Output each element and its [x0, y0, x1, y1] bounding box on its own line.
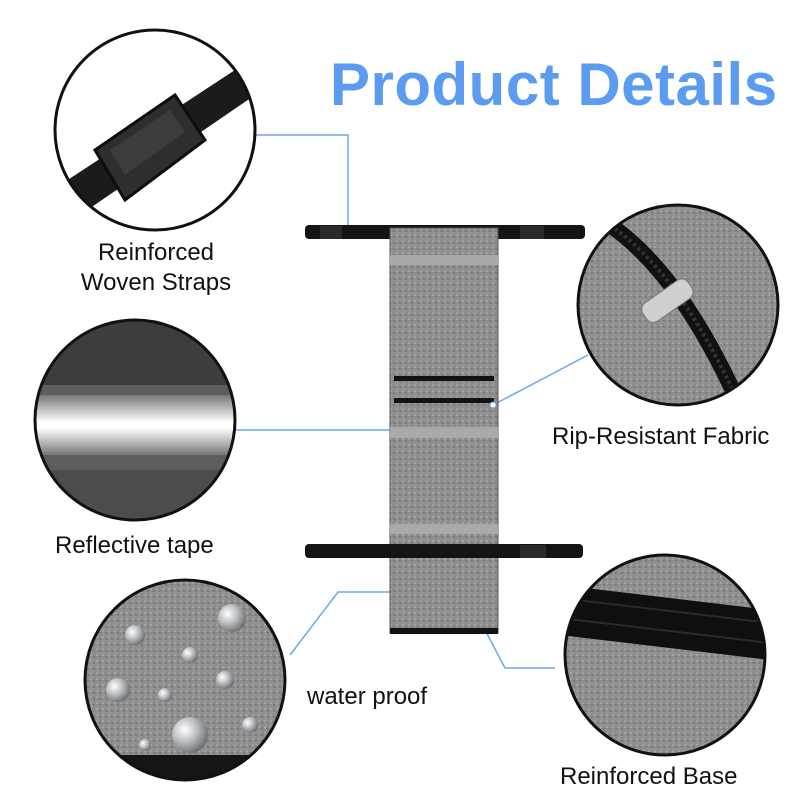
zipper-pull-marker: [489, 401, 497, 409]
callout-line-straps: [255, 134, 349, 232]
label-tape: Reflective tape: [55, 532, 214, 559]
pocket-zipper-2: [394, 398, 494, 403]
buckle-closeup: [55, 30, 255, 230]
organizer-product: [305, 225, 585, 634]
page-title: Product Details: [330, 51, 778, 118]
top-buckle-right: [520, 226, 544, 239]
zipper-closeup: [578, 205, 778, 405]
reflective-strip-3: [390, 524, 498, 534]
water-drops-closeup: [85, 580, 285, 780]
pocket-zipper-1: [394, 376, 494, 381]
label-straps: Reinforced Woven Straps: [62, 238, 250, 298]
base-strap-closeup: [565, 555, 765, 755]
label-straps-line2: Woven Straps: [80, 269, 232, 296]
label-fabric: Rip-Resistant Fabric: [552, 423, 770, 450]
reflective-strip-2: [390, 427, 498, 438]
callout-line-base: [484, 629, 555, 669]
callout-line-fabric: [492, 354, 589, 406]
bottom-strap: [305, 544, 583, 558]
callout-lines: [236, 134, 589, 669]
label-straps-line1: Reinforced: [97, 239, 215, 266]
reflective-tape-closeup: [35, 320, 235, 520]
label-waterproof: water proof: [307, 683, 428, 710]
reflective-strip-1: [390, 255, 498, 265]
label-base: Reinforced Base: [560, 763, 738, 790]
bottom-buckle-right: [520, 545, 546, 558]
top-buckle-left: [320, 226, 342, 239]
organizer-base: [390, 628, 498, 634]
